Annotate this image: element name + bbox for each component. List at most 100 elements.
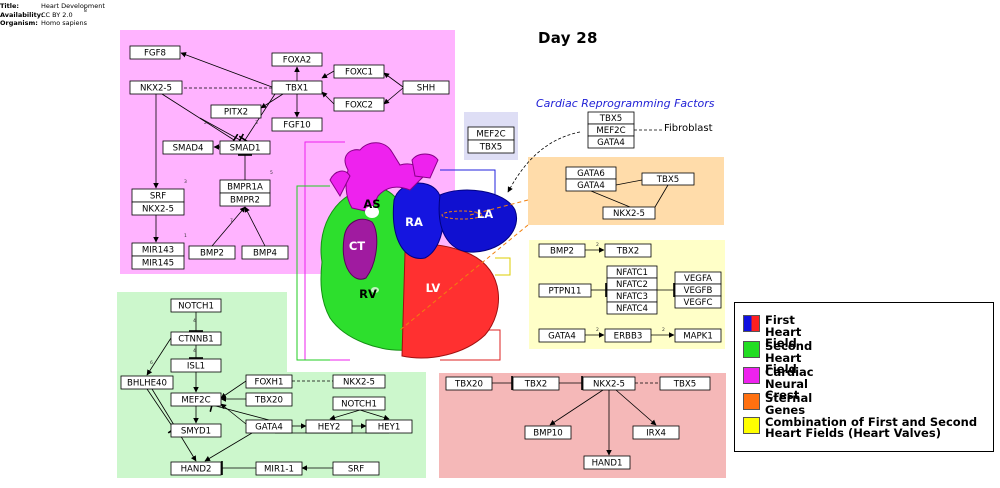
- gene-node-vegfc: VEGFC: [674, 295, 722, 309]
- gene-label: TBX2: [524, 380, 548, 390]
- gene-box: [538, 283, 592, 298]
- edge-label-sh-ctnnb1: 4: [193, 348, 196, 354]
- gene-label: SMYD1: [181, 427, 211, 437]
- edge-label-nc-mir: 1: [184, 233, 187, 239]
- gene-node-bmp2-a: BMP2: [188, 245, 236, 260]
- gene-node-notch1-a: NOTCH1: [170, 298, 222, 313]
- gene-label: ISL1: [187, 362, 205, 372]
- gene-box: [245, 419, 293, 434]
- gene-node-bmpr1a: BMPR1A: [219, 179, 271, 194]
- gene-label: VEGFA: [684, 274, 712, 284]
- gene-label: NFATC4: [616, 304, 648, 314]
- gene-node-gata4-b: GATA4: [538, 328, 586, 343]
- gene-node-tbx20-a: TBX20: [245, 392, 293, 407]
- gene-node-bhlhe40: BHLHE40: [120, 375, 174, 390]
- edge-16: [211, 206, 246, 247]
- white-highlight-rv: [371, 287, 379, 293]
- gene-box: [524, 425, 572, 440]
- stage-title: Day 28: [538, 29, 598, 47]
- edge-label-nc-fgf10: 3: [255, 120, 258, 126]
- gene-node-mir145: MIR145: [131, 255, 185, 270]
- edge-3: [383, 72, 404, 88]
- gene-box: [170, 298, 222, 313]
- gene-node-isl1: ISL1: [170, 358, 222, 373]
- gene-box: [162, 140, 214, 155]
- gene-label: TBX1: [285, 84, 309, 94]
- gene-label: GATA4: [597, 138, 625, 148]
- gene-box: [606, 301, 658, 315]
- gene-label: GATA4: [548, 332, 576, 342]
- gene-node-tbx5-b: TBX5: [641, 172, 695, 186]
- gene-label: SHH: [417, 84, 435, 94]
- edge-52: [615, 389, 657, 426]
- legend-label: Second Heart Field: [765, 339, 813, 376]
- magenta-vessel-1: [329, 170, 351, 198]
- gene-label: NKX2-5: [613, 209, 645, 219]
- gene-box: [333, 64, 385, 79]
- gene-box: [604, 243, 652, 258]
- gene-node-tbx5-c: TBX5: [659, 376, 711, 391]
- gene-label: SMAD1: [230, 144, 261, 154]
- gene-label: TBX20: [254, 396, 283, 406]
- gene-box: [271, 117, 323, 132]
- gene-node-bmpr2: BMPR2: [219, 192, 271, 207]
- red-heart-body: [401, 244, 499, 359]
- gene-node-smad4: SMAD4: [162, 140, 214, 155]
- gene-box: [602, 206, 656, 220]
- gene-label: CTNNB1: [178, 335, 213, 345]
- gene-box: [120, 375, 174, 390]
- gene-label: NOTCH1: [341, 400, 377, 410]
- gene-label: VEGFB: [684, 286, 713, 296]
- gene-box: [245, 374, 293, 389]
- gene-box: [255, 461, 303, 476]
- heart-illustration: [296, 141, 529, 361]
- gene-node-bmp10: BMP10: [524, 425, 572, 440]
- edge-4: [383, 87, 404, 105]
- gene-node-ptpn11: PTPN11: [538, 283, 592, 298]
- gene-node-nkx25-c: NKX2-5: [602, 206, 656, 220]
- gene-node-erbb3: ERBB3: [604, 328, 652, 343]
- gene-box: [170, 423, 222, 438]
- edge-7: [260, 93, 284, 109]
- edge-34: [146, 388, 181, 434]
- gene-box: [565, 178, 617, 192]
- gene-label: ERBB3: [614, 332, 643, 342]
- gene-node-pitx2: PITX2: [210, 104, 262, 119]
- gene-label: TBX20: [454, 380, 483, 390]
- orange-ring: [441, 210, 483, 220]
- title-value: Heart Development: [41, 2, 105, 10]
- gene-node-vegfa: VEGFA: [674, 271, 722, 285]
- gene-label: BMP2: [200, 249, 224, 259]
- gene-label: MEF2C: [596, 126, 625, 136]
- header-superscript: 8: [84, 9, 87, 14]
- gene-node-ctnnb1: CTNNB1: [170, 331, 222, 346]
- edge-38: [204, 432, 253, 462]
- gene-box: [170, 392, 222, 407]
- edge-20: [654, 184, 669, 208]
- gene-label: BMPR1A: [227, 183, 263, 193]
- gene-box: [170, 358, 222, 373]
- gene-label: GATA6: [577, 169, 605, 179]
- gene-label: MIR145: [142, 259, 174, 269]
- gene-box: [583, 455, 631, 470]
- gene-box: [210, 104, 262, 119]
- sternal-connector: [399, 199, 529, 331]
- gene-label: HAND1: [592, 459, 623, 469]
- gene-node-vegfb: VEGFB: [674, 283, 722, 297]
- edge-14: [161, 93, 239, 147]
- legend-swatch: [743, 341, 760, 358]
- crf-title: Cardiac Reprogramming Factors: [536, 97, 715, 110]
- gene-node-nkx25-e: NKX2-5: [582, 376, 636, 391]
- gene-label: VEGFC: [684, 298, 713, 308]
- gene-label: BHLHE40: [127, 379, 167, 389]
- blue-left-atrium: [438, 189, 517, 253]
- gene-node-notch1-b: NOTCH1: [332, 396, 386, 411]
- title-label: Title:: [0, 2, 20, 10]
- gene-label: FGF8: [144, 49, 166, 59]
- gene-node-nfatc1: NFATC1: [606, 265, 658, 279]
- gene-box: [538, 328, 586, 343]
